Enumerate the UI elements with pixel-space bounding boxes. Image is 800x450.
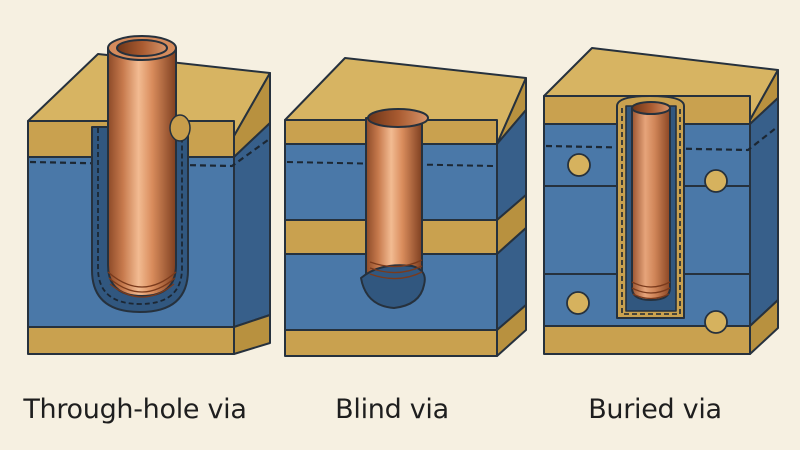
inner-layer-dashed-line xyxy=(545,127,777,152)
through-hole-via-block xyxy=(27,35,271,355)
through-hole-via-caption: Through-hole via xyxy=(23,394,247,425)
buried-via-barrel xyxy=(631,107,671,301)
buried-via-rings xyxy=(631,281,671,300)
buried-via-top-rim xyxy=(631,101,671,115)
barrel-rings xyxy=(107,271,177,298)
pad xyxy=(704,310,728,334)
bottom-copper-layer xyxy=(284,329,498,357)
side-substrate xyxy=(233,122,271,328)
via-barrel xyxy=(107,47,177,297)
annular-ring xyxy=(169,114,191,142)
pad xyxy=(704,169,728,193)
hole-plating-dashed xyxy=(97,128,183,305)
buried-via-plating-dashed xyxy=(621,108,681,315)
buried-via-block xyxy=(543,47,779,355)
blind-via-block xyxy=(284,57,527,357)
blind-via-caption: Blind via xyxy=(335,394,449,425)
via-barrel-opening xyxy=(116,39,168,57)
blind-via-rings xyxy=(369,259,423,280)
side-copper-bottom xyxy=(233,314,271,355)
pad xyxy=(567,153,591,177)
side-copper-bottom xyxy=(749,299,779,355)
side-copper-bottom xyxy=(496,304,527,357)
bottom-copper-layer xyxy=(27,326,235,355)
side-substrate xyxy=(749,97,779,327)
blind-via-opening xyxy=(367,108,429,128)
buried-via-caption: Buried via xyxy=(588,394,722,425)
inner-layer-dashed-line xyxy=(29,139,269,168)
pad xyxy=(566,291,590,315)
embedded-pads xyxy=(566,153,728,334)
